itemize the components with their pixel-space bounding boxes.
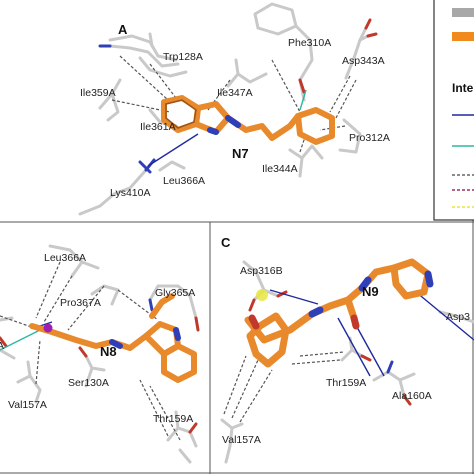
panel-b-ligand [29, 293, 197, 383]
panel-a-ligand-label: N7 [232, 146, 249, 161]
panel-c: C N9 Asp316B Asp3 Thr159A Ala160A Val157… [220, 235, 474, 464]
legend-box: Inte [433, 0, 474, 221]
panel-b-ligand-label: N8 [100, 344, 117, 359]
panel-a-label-ile361: Ile361A [140, 121, 176, 133]
panel-c-ligand-heteroatoms [248, 270, 434, 330]
panel-a-label-ile347: Ile347A [217, 87, 253, 99]
panel-a-label-trp128: Trp128A [163, 51, 203, 63]
panel-c-ligand-label: N9 [362, 284, 379, 299]
panel-b-protein-sticks [0, 244, 198, 464]
legend-swatch-protein [452, 8, 474, 17]
legend-title: Inte [452, 81, 474, 95]
panel-a: A N7 Trp128A Phe310A Asp343A Ile359A Ile… [78, 2, 390, 216]
panel-c-label-val157: Val157A [222, 434, 261, 446]
panel-b-label-val157: Val157A [8, 399, 47, 411]
panel-b-label-pro367: Pro367A [60, 297, 101, 309]
panel-b-label-thr159: Thr159A [153, 413, 193, 425]
panel-b-ligand-heteroatoms [109, 327, 181, 349]
panel-b-halogen-atom [43, 323, 53, 333]
panel-a-label-asp343: Asp343A [342, 55, 385, 67]
panel-a-label-phe310: Phe310A [288, 37, 331, 49]
panel-a-ligand-nitrogens [207, 115, 241, 135]
panel-b-label-ser130: Ser130A [68, 377, 109, 389]
panel-a-protein-heteroatoms [98, 18, 378, 174]
panel-c-letter: C [221, 235, 231, 250]
panel-a-label-ile359: Ile359A [80, 87, 116, 99]
panel-c-label-asp3: Asp3 [446, 311, 470, 323]
panel-b-cut-label: A [0, 340, 4, 352]
panel-c-label-asp316b: Asp316B [240, 265, 283, 277]
panel-b: A N8 Leu366A Pro367A Gly365A Ser130A Val… [0, 244, 200, 464]
panel-b-interactions [0, 261, 181, 441]
panel-a-ligand [161, 95, 335, 145]
panel-b-label-gly365: Gly365A [155, 287, 195, 299]
panel-a-ligand-shading [165, 99, 197, 129]
panel-a-letter: A [118, 22, 128, 37]
panel-a-label-pro312: Pro312A [349, 132, 390, 144]
legend-swatch-ligand [452, 32, 474, 41]
panel-a-label-lys410: Lys410A [110, 187, 150, 199]
panel-a-label-leu366: Leu366A [163, 175, 205, 187]
panel-c-water [256, 289, 268, 301]
panel-b-label-leu366: Leu366A [44, 252, 86, 264]
panel-c-label-thr159: Thr159A [326, 377, 366, 389]
panel-c-ligand [244, 258, 432, 368]
panel-a-label-ile344: Ile344A [262, 163, 298, 175]
panel-b-protein-heteroatoms [0, 298, 200, 434]
panel-c-label-ala160: Ala160A [392, 390, 432, 402]
